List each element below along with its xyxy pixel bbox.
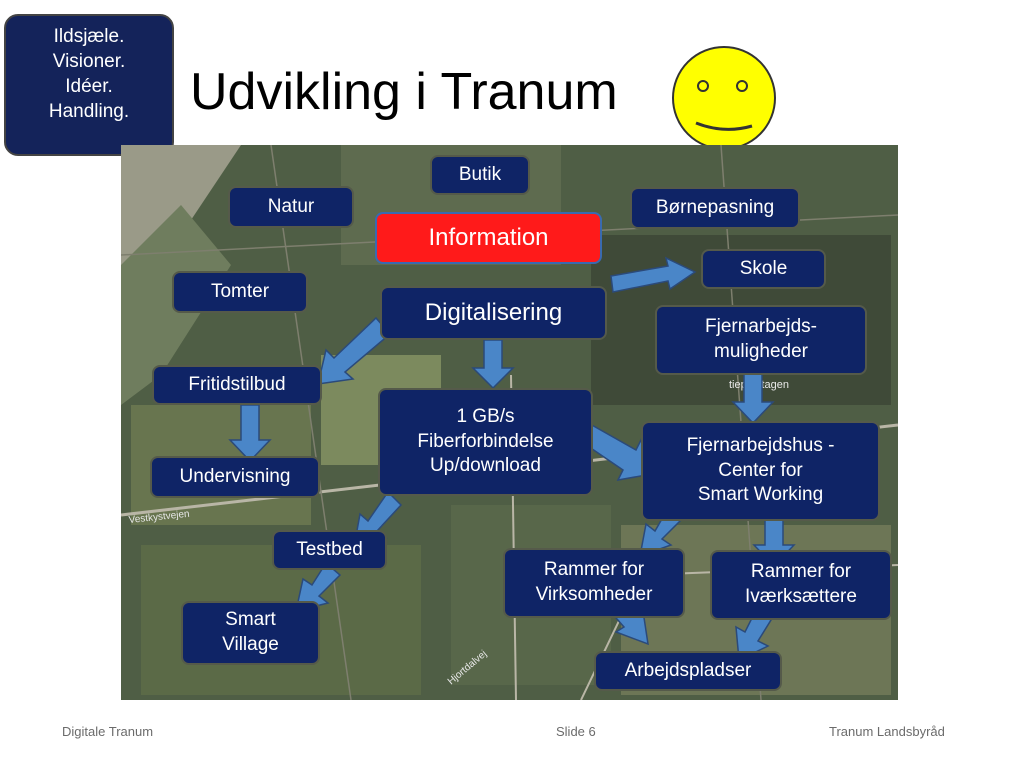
box-smart-village: Smart Village xyxy=(181,601,320,665)
arrow-digitalisering-to-skole xyxy=(610,256,697,293)
box-line: Fiberforbindelse xyxy=(417,430,554,452)
box-rammer-virksomheder: Rammer for Virksomheder xyxy=(503,548,685,618)
box-fiberforbindelse: 1 GB/s Fiberforbindelse Up/download xyxy=(378,388,593,496)
box-tomter: Tomter xyxy=(172,271,308,313)
footer-right: Tranum Landsbyråd xyxy=(829,724,945,739)
box-rammer-ivaerksaettere: Rammer for Iværksættere xyxy=(710,550,892,620)
arrow-fritidstilbud-to-undervisning xyxy=(228,404,272,463)
box-testbed: Testbed xyxy=(272,530,387,570)
callout-line: Handling. xyxy=(48,101,130,122)
box-skole: Skole xyxy=(701,249,826,289)
box-line: Rammer for xyxy=(543,559,645,581)
box-line: Smart xyxy=(225,609,276,631)
callout-line: Visioner. xyxy=(52,51,126,72)
box-fjernarbejdshus: Fjernarbejdshus - Center for Smart Worki… xyxy=(641,421,880,521)
box-digitalisering: Digitalisering xyxy=(380,286,607,340)
box-undervisning: Undervisning xyxy=(150,456,320,498)
arrow-fjernarbejds-to-fjernarbejdshus xyxy=(731,372,775,425)
footer-slide-number: Slide 6 xyxy=(556,724,596,739)
box-bornepasning: Børnepasning xyxy=(630,187,800,229)
smiley-icon xyxy=(672,46,776,150)
box-line: Center for xyxy=(718,459,803,481)
box-line: Up/download xyxy=(430,455,541,477)
box-arbejdspladser: Arbejdspladser xyxy=(594,651,782,691)
arrow-digitalisering-to-fritidstilbud xyxy=(317,316,392,385)
box-line: Fjernarbejdshus - xyxy=(686,434,835,456)
box-line: Virksomheder xyxy=(535,584,653,605)
box-line: 1 GB/s xyxy=(456,405,515,427)
footer-left: Digitale Tranum xyxy=(62,724,154,739)
slide-title: Udvikling i Tranum xyxy=(190,63,618,121)
box-information: Information xyxy=(375,212,602,264)
box-natur: Natur xyxy=(228,186,354,228)
box-line: Village xyxy=(222,634,279,655)
callout-box: Ildsjæle. Visioner. Idéer. Handling. xyxy=(4,14,174,156)
box-fritidstilbud: Fritidstilbud xyxy=(152,365,322,405)
box-line: Fjernarbejds- xyxy=(705,316,817,338)
box-line: Iværksættere xyxy=(745,586,857,607)
box-line: Rammer for xyxy=(750,561,852,583)
arrow-digitalisering-to-fiber xyxy=(471,339,515,390)
box-line: muligheder xyxy=(714,341,808,362)
box-line: Smart Working xyxy=(697,484,824,506)
box-butik: Butik xyxy=(430,155,530,195)
callout-line: Idéer. xyxy=(65,76,113,97)
callout-line: Ildsjæle. xyxy=(53,26,125,47)
box-fjernarbejdsmuligheder: Fjernarbejds- muligheder xyxy=(655,305,867,375)
